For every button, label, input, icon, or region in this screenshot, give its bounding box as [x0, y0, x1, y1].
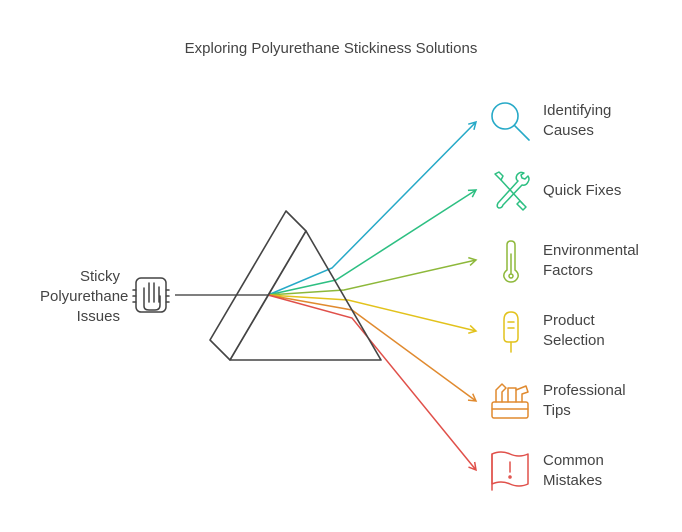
input-label-line-2: Polyurethane	[40, 288, 129, 305]
hand-icon	[132, 277, 170, 313]
ray-professional-tips	[267, 294, 478, 402]
ray-common-mistakes	[267, 294, 477, 472]
input-label: Sticky Polyurethane Issues	[40, 267, 129, 327]
ray-identifying-causes	[267, 120, 478, 296]
magnifier-icon	[491, 102, 530, 141]
output-label-product-selection: Product Selection	[543, 312, 605, 349]
ray-environmental-factors	[267, 256, 478, 296]
diagram-title: Exploring Polyurethane Stickiness Soluti…	[184, 40, 478, 57]
output-label-common-mistakes: Common Mistakes	[543, 452, 604, 489]
output-label-identifying-causes: Identifying Causes	[543, 102, 612, 139]
flag-icon	[491, 451, 529, 491]
input-label-line-3: Issues	[76, 308, 120, 325]
output-label-quick-fixes: Quick Fixes	[543, 182, 622, 199]
bottle-icon	[503, 311, 519, 353]
ray-quick-fixes	[267, 189, 478, 296]
input-label-line-1: Sticky	[79, 268, 120, 285]
toolbox-icon	[491, 383, 529, 419]
ray-group	[267, 120, 478, 472]
prism-icon	[209, 210, 382, 361]
thermometer-icon	[503, 240, 519, 283]
tools-icon	[494, 171, 530, 211]
ray-product-selection	[267, 294, 478, 334]
output-label-environmental-factors: Environmental Factors	[543, 242, 639, 279]
output-label-professional-tips: Professional Tips	[543, 382, 626, 419]
